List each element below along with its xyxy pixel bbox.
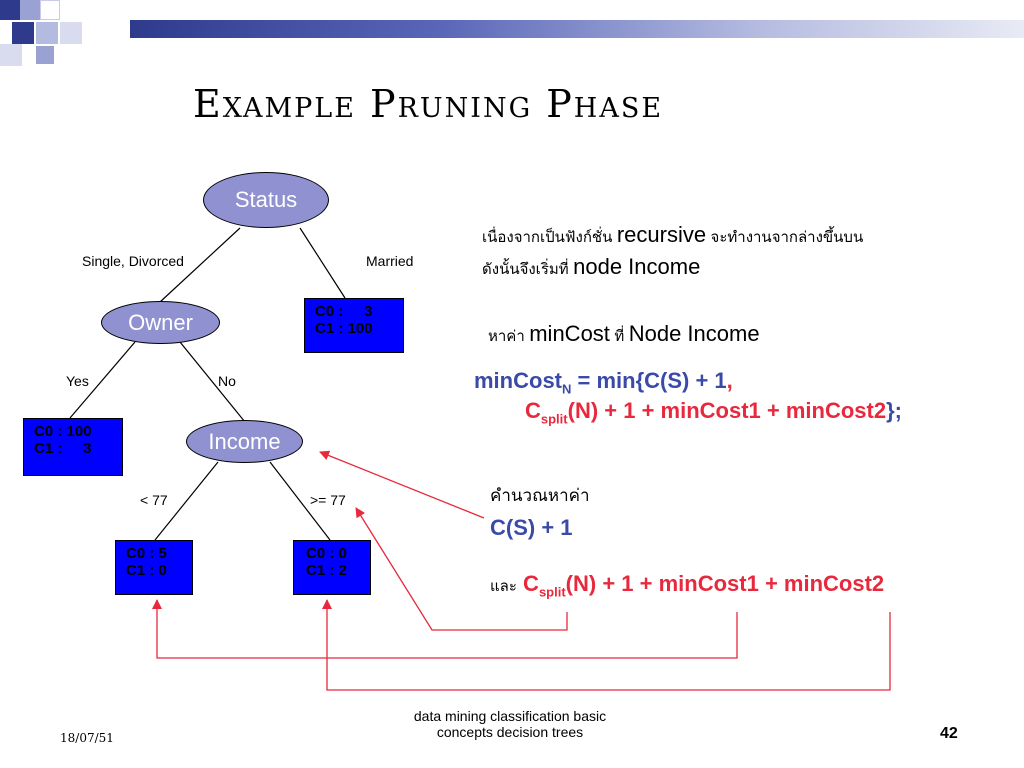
income-node: Income	[186, 420, 303, 463]
corner-square	[0, 0, 20, 20]
leaf-line: C1 : 3	[34, 440, 92, 457]
footer-line-2: concepts decision trees	[436, 724, 584, 740]
edge-label-yes: Yes	[66, 373, 89, 389]
leaf-line: C0 : 5	[126, 545, 167, 562]
slide-title: Example Pruning Phase	[193, 82, 664, 126]
owner-node: Owner	[101, 301, 220, 344]
corner-square	[12, 22, 34, 44]
footer-caption: data mining classification basic concept…	[370, 708, 650, 740]
leaf-line: C0 : 100	[34, 423, 92, 440]
corner-square	[40, 0, 60, 20]
edge-status-owner	[159, 227, 241, 303]
edge-owner-yes	[69, 341, 136, 419]
formula-line-2: Csplit(N) + 1 + minCost1 + minCost2};	[525, 398, 902, 427]
edge-label-no: No	[218, 373, 236, 389]
edge-status-married	[299, 227, 346, 299]
leaf-line: C1 : 2	[306, 562, 347, 579]
leaf-line: C0 : 0	[306, 545, 347, 562]
arrow-to-lt-leaf	[152, 599, 738, 659]
explain-line-1: เนื่องจากเป็นฟังก์ชั่น recursive จะทำงาน…	[482, 222, 864, 247]
leaf-line: C1 : 0	[126, 562, 167, 579]
leaf-married: C0 : 3 C1 : 100	[304, 298, 404, 353]
cs-plus-one: C(S) + 1	[490, 515, 573, 540]
corner-square	[0, 44, 22, 66]
leaf-owner-yes: C0 : 100 C1 : 3	[23, 418, 123, 476]
footer-line-1: data mining classification basic	[413, 708, 607, 724]
corner-square	[20, 0, 40, 20]
corner-square	[60, 22, 82, 44]
leaf-income-lt: C0 : 5 C1 : 0	[115, 540, 193, 595]
arrow-to-income	[319, 450, 485, 519]
explain-line-2: ดังนั้นจึงเริ่มที่ node Income	[482, 254, 701, 279]
edge-label-single-divorced: Single, Divorced	[82, 253, 184, 269]
edge-label-ge: >= 77	[310, 492, 346, 508]
calc-label: คำนวณหาค่า	[490, 486, 590, 506]
edge-label-married: Married	[366, 253, 414, 269]
corner-square	[36, 22, 58, 44]
find-mincost-line: หาค่า minCost ที่ Node Income	[488, 321, 760, 346]
edge-income-lt	[154, 461, 219, 541]
leaf-income-ge: C0 : 0 C1 : 2	[293, 540, 371, 595]
corner-square	[36, 46, 54, 64]
slide-date: 18/07/51	[60, 731, 114, 745]
edge-label-lt: < 77	[140, 492, 168, 508]
arrow-to-ge-leaf	[322, 599, 891, 691]
csplit-formula: และ Csplit(N) + 1 + minCost1 + minCost2	[490, 571, 885, 600]
status-node: Status	[203, 172, 329, 228]
arrow-to-ge-label	[355, 507, 568, 631]
header-bar	[130, 20, 1024, 38]
leaf-line: C0 : 3	[315, 303, 373, 320]
leaf-line: C1 : 100	[315, 320, 373, 337]
edge-owner-no	[179, 341, 246, 423]
page-number: 42	[940, 725, 958, 742]
edge-income-ge	[269, 461, 331, 541]
formula-line-1: minCostN = min{C(S) + 1,	[474, 368, 733, 397]
